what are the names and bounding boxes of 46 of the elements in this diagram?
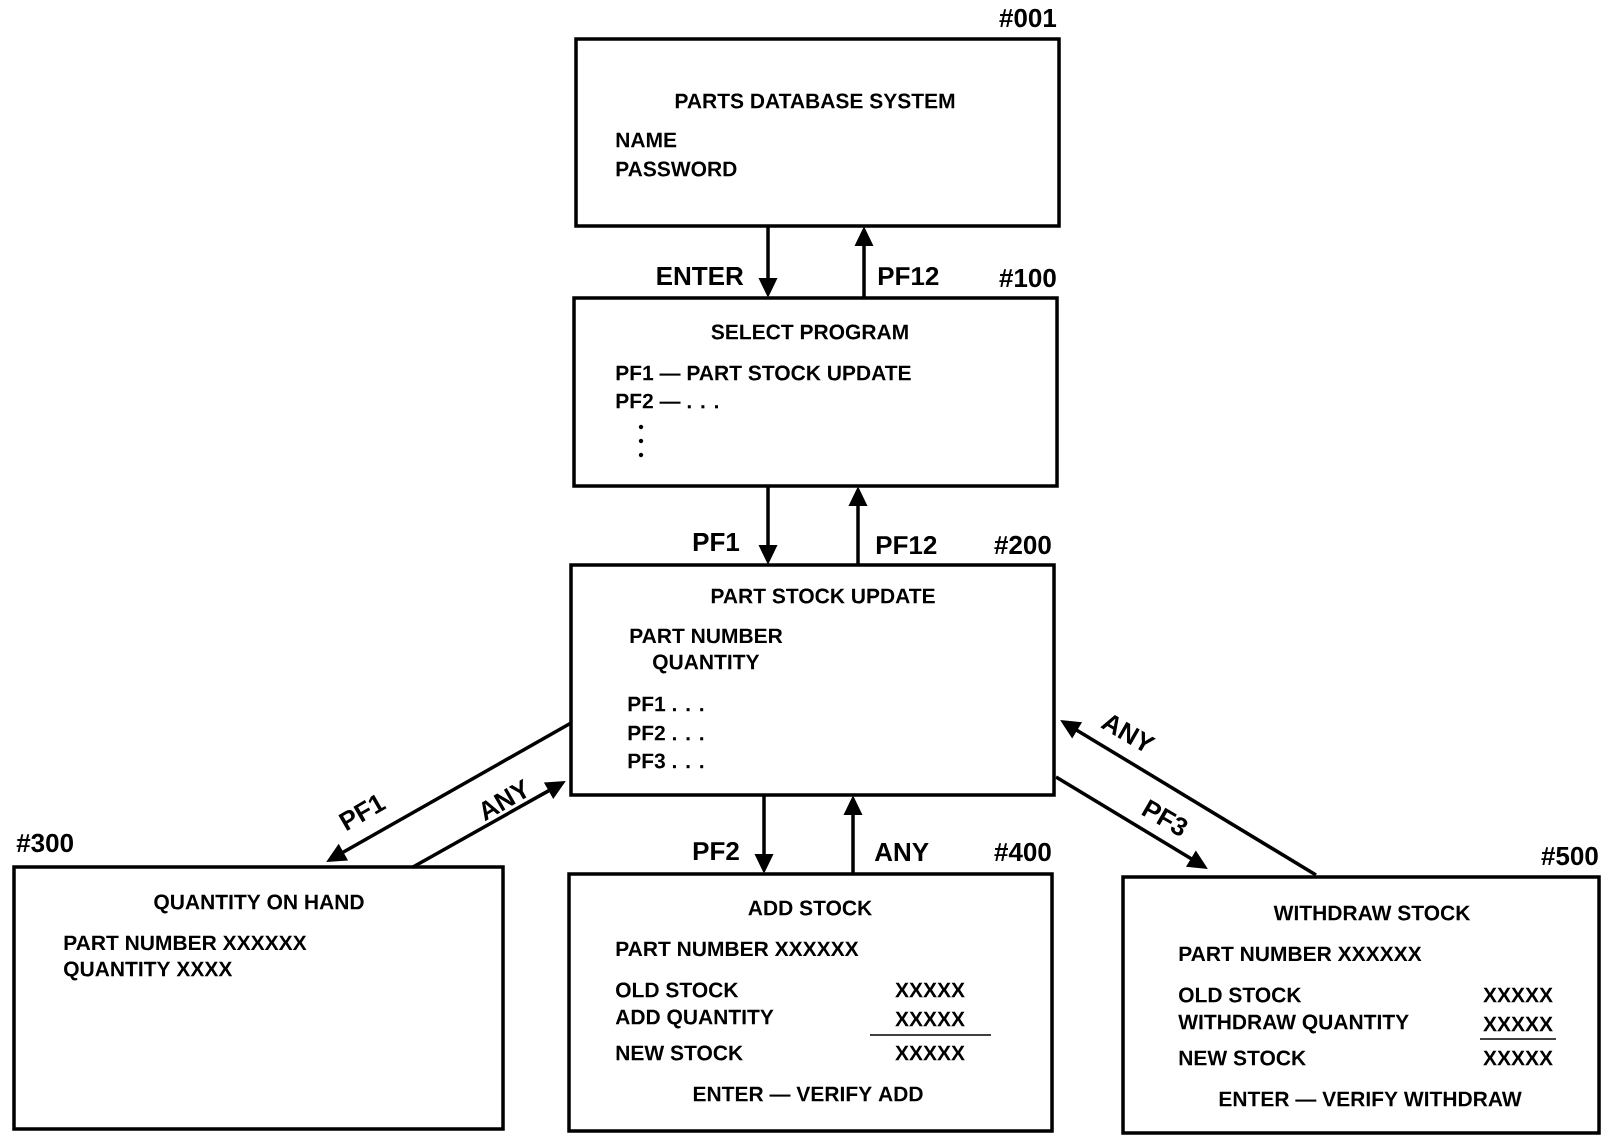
node-label: ENTER — VERIFY ADD: [693, 1086, 923, 1102]
node-label: PART NUMBER: [630, 628, 783, 644]
node-label: XXXXX: [895, 982, 965, 998]
screen-box: ADD STOCK PART NUMBER XXXXXX OLD STOCK XXXXX ADD QUANTITY XXXXX NEW STOCK XXXXX ENTER — VERIFY ADD: [567, 872, 1054, 1133]
edge-label: ANY: [872, 841, 932, 863]
screen-box: PARTS DATABASE SYSTEM NAME PASSWORD: [574, 37, 1061, 228]
screen-box: WITHDRAW STOCK PART NUMBER XXXXXX OLD STOCK XXXXX WITHDRAW QUANTITY XXXXX NEW STOCK XXXXX ENTER — VERIFY WITHDRAW: [1121, 875, 1601, 1135]
node-label: ADD QUANTITY: [615, 1009, 774, 1029]
node-label: ADD STOCK: [748, 900, 873, 916]
screen-number: #100: [999, 268, 1056, 288]
screen-number: #001: [999, 8, 1057, 28]
node-label: OLD STOCK: [616, 982, 739, 998]
node-label: XXXXX: [1483, 987, 1553, 1003]
node-label: WITHDRAW QUANTITY: [1178, 1014, 1409, 1034]
node-label: QUANTITY: [653, 654, 760, 674]
node-label: ENTER — VERIFY WITHDRAW: [1219, 1091, 1522, 1107]
node-label: NEW STOCK: [616, 1045, 743, 1061]
node-label: PF1 . . .: [628, 696, 704, 712]
node-label: PART STOCK UPDATE: [711, 588, 935, 604]
screen-number: #400: [994, 842, 1051, 862]
node-label: PF2 . . .: [628, 725, 704, 741]
node-label: OLD STOCK: [1179, 987, 1302, 1003]
edge-label: PF1: [334, 789, 390, 835]
node-label: NEW STOCK: [1179, 1050, 1306, 1066]
screen-number: #500: [1541, 846, 1598, 866]
edge-label: ENTER: [653, 265, 746, 287]
node-label: PART NUMBER XXXXXX: [1179, 946, 1422, 962]
node-label: XXXXX: [895, 1045, 965, 1061]
screen-box: SELECT PROGRAM PF1 — PART STOCK UPDATE PF2 — . . .: [572, 296, 1059, 488]
screen-box: QUANTITY ON HAND PART NUMBER XXXXXX QUANTITY XXXX: [12, 865, 505, 1131]
edge-label: PF2: [690, 839, 742, 863]
screen-number: #200: [994, 535, 1051, 555]
edge-label: ANY: [1097, 708, 1159, 758]
node-label: PART NUMBER XXXXXX: [616, 941, 859, 957]
node-label: WITHDRAW STOCK: [1273, 905, 1471, 921]
edge-label: PF3: [1137, 795, 1193, 841]
edge-label: PF1: [690, 531, 742, 553]
edge-label: PF12: [873, 533, 940, 557]
node-label: PF3 . . .: [628, 753, 704, 769]
node-label: XXXXX: [1483, 1016, 1553, 1032]
node-label: XXXXX: [895, 1011, 965, 1027]
node-label: XXXXX: [1483, 1050, 1553, 1066]
screen-box: PART STOCK UPDATE PART NUMBER QUANTITY PF1 . . . PF2 . . . PF3 . . .: [569, 563, 1056, 797]
edge-label: ANY: [473, 775, 535, 825]
screen-number: #300: [16, 833, 73, 853]
edge-label: PF12: [875, 264, 942, 288]
